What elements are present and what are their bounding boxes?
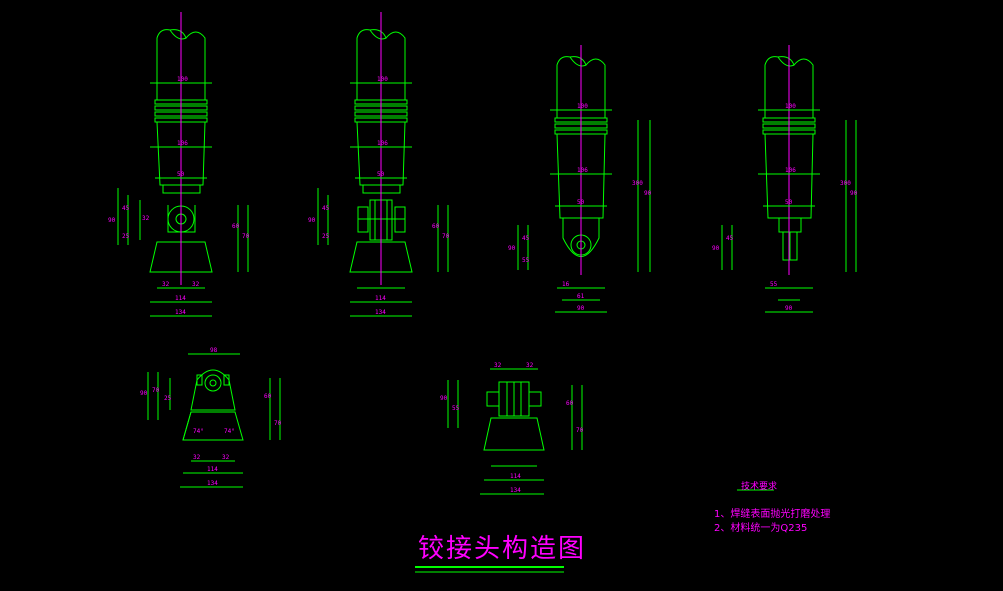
view-1-front-round-lug: 100 106 50 90 45 25 32 60 70 32 32 114 1…	[108, 12, 250, 317]
dim2-left-25: 25	[322, 233, 330, 240]
dim2-left-90: 90	[308, 217, 316, 224]
dim-left-45: 45	[122, 205, 130, 212]
dim5-bottom-32b: 32	[222, 454, 230, 461]
dim5-angle-left: 74°	[193, 428, 204, 435]
dim4-left-45: 45	[726, 235, 734, 242]
dim-right-70: 70	[242, 233, 250, 240]
notes-heading: 技术要求	[741, 482, 778, 492]
view-3-side-round-end: 100 106 50 300 90 90 45 55 16 61 90	[508, 45, 652, 313]
dim6-right-70: 70	[576, 427, 584, 434]
dim6-top-32b: 32	[526, 362, 534, 369]
dim4-top-width: 100	[785, 103, 796, 110]
dim-left-90: 90	[108, 217, 116, 224]
dim-left-32: 32	[142, 215, 150, 222]
dim2-left-45: 45	[322, 205, 330, 212]
dim3-bottom-90: 90	[577, 305, 585, 312]
dim3-mid-width: 106	[577, 167, 588, 174]
dim-top-width: 100	[177, 76, 188, 83]
view-6-detail-clevis: 32 32 90 55 60 70 114 134	[440, 362, 584, 495]
dim5-bottom-32a: 32	[193, 454, 201, 461]
view-4-side-pin-end: 100 106 50 300 90 90 45 55 90	[712, 45, 858, 313]
dim3-height-300: 300	[632, 180, 643, 187]
dim6-left-90: 90	[440, 395, 448, 402]
dim5-left-90: 90	[140, 390, 148, 397]
dim3-left-90: 90	[508, 245, 516, 252]
dim2-mid-width: 106	[377, 140, 388, 147]
dim5-top-98: 98	[210, 347, 218, 354]
dim5-left-25: 25	[164, 395, 172, 402]
dim4-mid-width: 106	[785, 167, 796, 174]
dim6-top-32a: 32	[494, 362, 502, 369]
dim2-right-60: 60	[432, 223, 440, 230]
drawing-title: 铰接头构造图	[418, 534, 587, 564]
dim5-right-60: 60	[264, 393, 272, 400]
dim5-right-70: 70	[274, 420, 282, 427]
dim3-top-width: 100	[577, 103, 588, 110]
dim2-bottom-114: 114	[375, 295, 386, 302]
dim-mid-width: 106	[177, 140, 188, 147]
dim3-neck-width: 50	[577, 199, 585, 206]
view-5-detail-round-lug: 98 74° 74° 90 70 25 60 70 32 32 114 134	[140, 347, 282, 488]
dim4-bottom-55: 55	[770, 281, 778, 288]
dim2-bottom-134: 134	[375, 309, 386, 316]
dim4-height-300: 300	[840, 180, 851, 187]
dim-bottom-32b: 32	[192, 281, 200, 288]
dim6-bottom-114: 114	[510, 473, 521, 480]
dim4-neck-width: 50	[785, 199, 793, 206]
note-2: 2、材料统一为Q235	[714, 523, 808, 534]
dim2-top-width: 100	[377, 76, 388, 83]
dim3-bottom-16: 16	[562, 281, 570, 288]
dim3-left-55: 55	[522, 257, 530, 264]
view-2-front-clevis: 100 106 50 90 45 25 60 70 114 134	[308, 12, 450, 317]
dim3-left-45: 45	[522, 235, 530, 242]
dim-bottom-114: 114	[175, 295, 186, 302]
dim6-right-60: 60	[566, 400, 574, 407]
dim2-neck-width: 50	[377, 171, 385, 178]
dim6-left-55: 55	[452, 405, 460, 412]
dim5-left-70: 70	[152, 387, 160, 394]
dim4-left-90: 90	[712, 245, 720, 252]
dim4-bottom-90: 90	[785, 305, 793, 312]
dim-right-60: 60	[232, 223, 240, 230]
dim-bottom-134: 134	[175, 309, 186, 316]
dim5-bottom-134: 134	[207, 480, 218, 487]
dim-left-25: 25	[122, 233, 130, 240]
dim3-bottom-61: 61	[577, 293, 585, 300]
dim3-height-90: 90	[644, 190, 652, 197]
dim5-angle-right: 74°	[224, 428, 235, 435]
note-1: 1、焊缝表面抛光打磨处理	[714, 509, 831, 520]
dim4-height-90: 90	[850, 190, 858, 197]
dim5-bottom-114: 114	[207, 466, 218, 473]
dim-bottom-32a: 32	[162, 281, 170, 288]
dim6-bottom-134: 134	[510, 487, 521, 494]
dim-neck-width: 50	[177, 171, 185, 178]
dim2-right-70: 70	[442, 233, 450, 240]
